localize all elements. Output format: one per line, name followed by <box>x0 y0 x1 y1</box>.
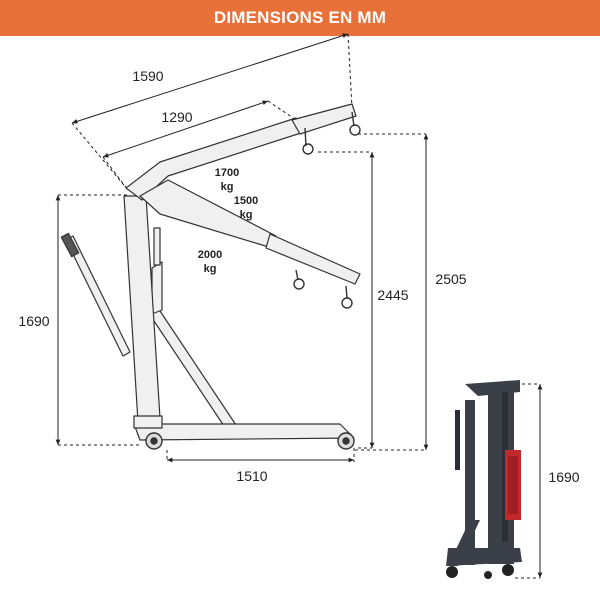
label-2445: 2445 <box>377 287 408 303</box>
capacity-2-unit: kg <box>240 209 253 221</box>
folded-crane-photo <box>446 380 522 579</box>
capacity-3-value: 2000 <box>198 249 222 261</box>
label-2505: 2505 <box>435 271 466 287</box>
dimension-lines <box>55 33 543 578</box>
header-banner: DIMENSIONS EN MM <box>0 0 600 36</box>
upper-boom-extension <box>291 103 357 135</box>
extension-lines <box>58 33 540 579</box>
crane-wheels <box>145 432 355 450</box>
upper-boom <box>125 117 305 201</box>
capacity-2-value: 1500 <box>234 195 258 207</box>
label-1510: 1510 <box>236 468 267 484</box>
header-title: DIMENSIONS EN MM <box>213 8 387 27</box>
crane-hooks <box>293 111 361 309</box>
label-1690-photo: 1690 <box>548 469 579 485</box>
label-1290: 1290 <box>161 109 192 125</box>
capacity-1-value: 1700 <box>215 167 239 179</box>
lower-boom-extension <box>265 233 361 285</box>
base-leg <box>133 423 355 441</box>
dim-line-1590 <box>71 33 349 124</box>
label-1590: 1590 <box>132 68 163 84</box>
capacity-1-unit: kg <box>221 181 234 193</box>
capacity-3-unit: kg <box>204 263 217 275</box>
dim-line-1290 <box>102 100 269 158</box>
crane-drawing <box>60 103 361 441</box>
brace-strut <box>147 307 239 433</box>
label-1690-left: 1690 <box>18 313 49 329</box>
